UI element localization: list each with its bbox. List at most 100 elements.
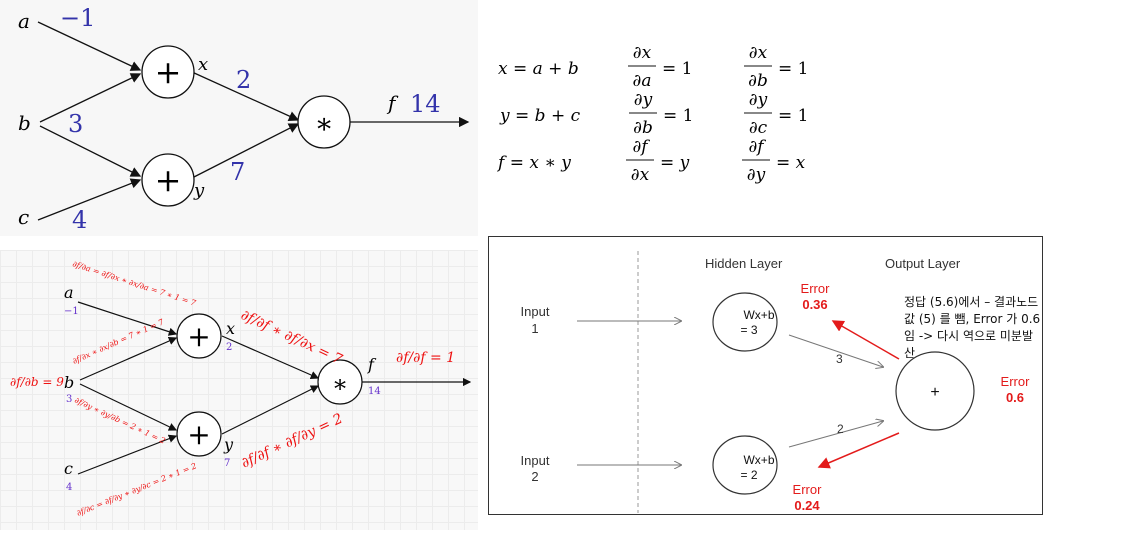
hidden-node-2	[712, 435, 778, 495]
hidden1-value: = 3	[740, 323, 757, 337]
da-den: ∂a	[633, 71, 652, 91]
dy-num: ∂y	[634, 90, 653, 110]
grad-df-dx: ∂f/∂f ∗ ∂f/∂x = 7	[238, 307, 344, 368]
korean-note: 정답 (5.6)에서 – 결과노드값 (5) 를 뺌, Error 가 0.6임…	[904, 295, 1041, 360]
grad-df-df: ∂f/∂f = 1	[396, 350, 455, 366]
edge-hidden2-output	[788, 421, 883, 448]
dx-db-rhs: = 1	[778, 59, 808, 79]
df-dx-rhs: = y	[660, 153, 690, 173]
var-a: a	[64, 283, 74, 302]
backprop-graph-panel: + + ∗ a −1 b 3 c 4 x 2 y 7 f 14 ∂f/∂f = …	[0, 250, 478, 530]
dc-den: ∂c	[749, 118, 768, 138]
forward-graph: + + ∗ a −1 b 3 c 4 x 2 y 7 f 14	[18, 4, 470, 234]
weight-1: 3	[836, 352, 843, 366]
backprop-graph: + + ∗ a −1 b 3 c 4 x 2 y 7 f 14 ∂f/∂f = …	[10, 259, 472, 518]
edge-a-x	[77, 301, 178, 336]
eq-x: x = a + b	[498, 59, 579, 79]
input2-label: Input	[521, 453, 550, 468]
plus-node-y	[141, 153, 195, 207]
grad-df-dc: ∂f/∂c = ∂f/∂y ∗ ∂y/∂c = 2 ∗ 1 = 2	[75, 461, 198, 517]
var-y: y	[193, 180, 205, 201]
dy-den: ∂y	[747, 165, 766, 185]
eq-f: f = x ∗ y	[496, 153, 571, 173]
error-value-output: 0.6	[1006, 390, 1024, 405]
nn-diagram: Hidden Layer Output Layer Input 1 Input …	[521, 251, 1031, 513]
plus-symbol: +	[155, 53, 182, 91]
input1-label: Input	[521, 304, 550, 319]
hidden2-formula: Wx+b	[743, 453, 774, 467]
var-y: y	[223, 435, 234, 454]
error-label-hidden2: Error	[793, 482, 823, 497]
edge-a-x	[37, 21, 142, 71]
edge-x-f	[221, 335, 320, 379]
edge-b-y	[39, 125, 142, 177]
times-node	[317, 359, 363, 405]
plus-symbol: +	[187, 320, 210, 353]
var-b: b	[18, 111, 31, 135]
hidden-layer-label: Hidden Layer	[705, 256, 783, 271]
input2-index: 2	[531, 469, 538, 484]
db-den: ∂b	[748, 71, 768, 91]
times-symbol: ∗	[314, 107, 333, 140]
plus-node-x	[176, 313, 222, 359]
equations-panel: x = a + b ∂x ∂a = 1 ∂x ∂b = 1 y = b + c …	[478, 0, 1124, 236]
edge-y-f	[221, 385, 320, 435]
hidden1-formula: Wx+b	[743, 308, 774, 322]
val-b: 3	[66, 394, 72, 405]
dy-db-rhs: = 1	[663, 106, 693, 126]
edge-hidden1-output	[788, 334, 883, 367]
var-x: x	[226, 319, 235, 338]
var-a: a	[18, 9, 30, 33]
input1-index: 1	[531, 321, 538, 336]
edge-b-x	[79, 337, 178, 381]
times-symbol: ∗	[332, 370, 348, 398]
edge-x-f	[191, 71, 300, 121]
plus-node-x	[141, 45, 195, 99]
val-x: 2	[236, 66, 251, 94]
plus-symbol: +	[187, 418, 210, 451]
weight-2: 2	[837, 422, 844, 436]
val-f: 14	[410, 90, 441, 118]
dx-da-rhs: = 1	[662, 59, 692, 79]
plus-symbol: +	[155, 161, 182, 199]
df-num: ∂f	[748, 137, 766, 157]
var-x: x	[198, 54, 208, 75]
error-arrow-hidden2	[817, 432, 900, 469]
dx-den: ∂x	[631, 165, 650, 185]
times-node	[297, 95, 351, 149]
output-layer-label: Output Layer	[885, 256, 961, 271]
dy-num: ∂y	[749, 90, 768, 110]
val-a: −1	[64, 306, 79, 317]
dx-num: ∂x	[749, 43, 768, 63]
val-y: 7	[230, 158, 245, 186]
val-b: 3	[68, 110, 83, 138]
grad-df-dy: ∂f/∂f ∗ ∂f/∂y = 2	[239, 411, 345, 472]
error-label-output: Error	[1001, 374, 1031, 389]
df-num: ∂f	[632, 137, 650, 157]
val-c: 4	[72, 206, 87, 234]
nn-error-panel: Hidden Layer Output Layer Input 1 Input …	[488, 236, 1043, 515]
db-den: ∂b	[633, 118, 653, 138]
edge-b-x	[39, 73, 142, 123]
error-value-hidden1: 0.36	[802, 297, 827, 312]
grad-b-upper: ∂f/∂x ∗ ∂x/∂b = 7 ∗ 1 = 7	[71, 317, 166, 366]
grad-df-db: ∂f/∂b = 9	[10, 375, 64, 389]
dx-num: ∂x	[633, 43, 652, 63]
error-label-hidden1: Error	[801, 281, 831, 296]
var-b: b	[64, 373, 74, 392]
error-arrow-hidden1	[831, 320, 900, 360]
var-f: f	[367, 355, 377, 374]
val-y: 7	[224, 458, 230, 469]
output-plus: +	[930, 384, 939, 401]
hidden2-value: = 2	[740, 468, 757, 482]
val-a: −1	[60, 4, 95, 32]
var-f: f	[386, 91, 399, 115]
plus-node-y	[176, 411, 222, 457]
eq-y: y = b + c	[499, 106, 581, 126]
edge-b-y	[79, 383, 178, 431]
df-dy-rhs: = x	[776, 153, 806, 173]
edge-c-y	[77, 434, 178, 475]
val-f: 14	[368, 386, 381, 397]
error-value-hidden2: 0.24	[794, 498, 820, 513]
var-c: c	[64, 459, 73, 478]
